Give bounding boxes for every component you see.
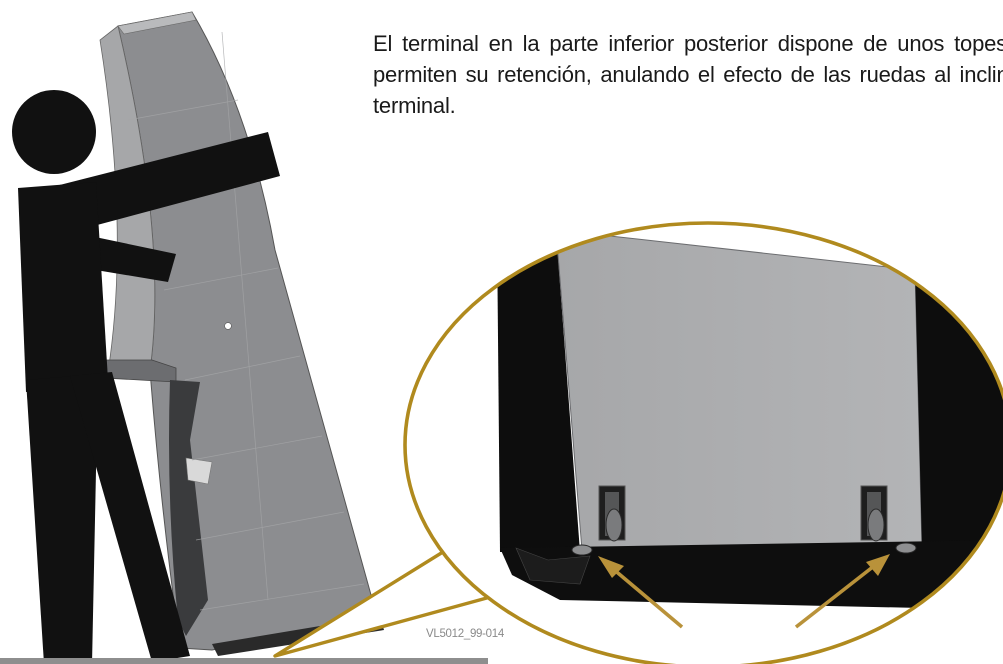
cabinet-bottom-detail xyxy=(405,223,1003,664)
arrow-left xyxy=(610,566,684,629)
person-silhouette xyxy=(12,90,280,664)
stopper-arrows xyxy=(598,554,890,629)
person-torso xyxy=(18,182,108,392)
right-stopper xyxy=(860,485,917,554)
person-head xyxy=(12,90,96,174)
cabinet-lower-front xyxy=(169,380,208,636)
figure-reference-code: VL5012_99-014 xyxy=(426,628,504,640)
zoom-callout xyxy=(273,221,1003,664)
arrow-right xyxy=(794,564,876,629)
person-upper-arm xyxy=(40,132,280,236)
instruction-paragraph: El terminal en la parte inferior posteri… xyxy=(373,31,1003,118)
callout-tail xyxy=(273,532,506,658)
bottom-strip xyxy=(0,658,488,664)
person-back-leg xyxy=(26,374,98,664)
person-front-leg xyxy=(70,372,190,662)
left-stopper xyxy=(571,485,626,556)
callout-ring xyxy=(403,221,1003,664)
